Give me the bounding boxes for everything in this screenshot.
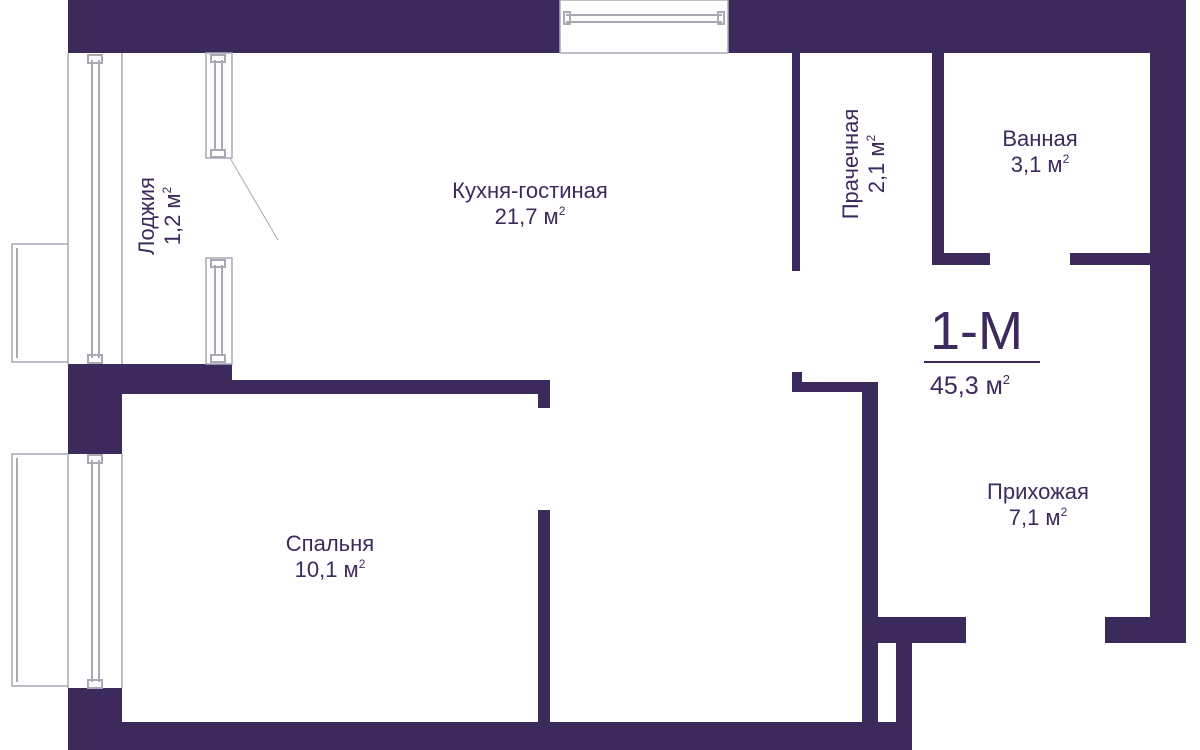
room-label-bedroom: Спальня 10,1 м2: [250, 531, 410, 584]
room-label-laundry: Прачечная 2,1 м2: [838, 94, 894, 234]
windows: [11, 0, 729, 689]
window-bedroom: [11, 453, 123, 689]
room-label-bathroom: Ванная 3,1 м2: [960, 126, 1120, 179]
walls: [68, 0, 1186, 750]
wall-bedroom-right: [538, 510, 550, 724]
window-top: [559, 0, 729, 54]
wall-hall-top: [792, 382, 878, 392]
window-loggia-glazing: [67, 53, 123, 364]
room-area: 21,7 м2: [494, 204, 566, 230]
apartment-divider: [924, 361, 1040, 363]
room-name: Лоджия: [134, 177, 159, 255]
wall-hall-left: [862, 382, 878, 722]
room-label-hallway: Прихожая 7,1 м2: [950, 479, 1126, 532]
wall-loggia-corner: [68, 364, 232, 384]
wall-laundry-right: [932, 53, 944, 265]
room-name: Прихожая: [987, 479, 1089, 504]
room-name: Ванная: [1002, 126, 1078, 151]
wall-right-lower: [1105, 617, 1186, 643]
apartment-type: 1-М: [930, 301, 1023, 361]
room-area: 10,1 м2: [294, 557, 366, 583]
wall-bedroom-top: [122, 380, 550, 394]
wall-top-left: [68, 0, 560, 53]
room-area: 7,1 м2: [1008, 505, 1068, 531]
window-loggia-inner-lower: [205, 257, 233, 365]
room-area: 3,1 м2: [1010, 152, 1070, 178]
wall-hall-bottom-left: [878, 617, 966, 643]
wall-bath-bottom-right: [1070, 253, 1150, 265]
wall-hall-stub: [792, 372, 802, 388]
apartment-total-area: 45,3 м2: [930, 372, 1011, 400]
wall-left-pier-bottom: [68, 688, 122, 750]
window-loggia-bay: [11, 243, 68, 363]
room-area: 2,1 м2: [864, 134, 890, 194]
wall-bath-bottom-left: [932, 253, 990, 265]
wall-bottom: [68, 722, 912, 750]
room-name: Кухня-гостиная: [452, 178, 608, 203]
wall-bedroom-top-stub: [538, 380, 550, 408]
room-label-loggia: Лоджия 1,2 м2: [134, 146, 190, 286]
wall-laundry-left: [792, 53, 800, 271]
wall-right-outer: [1150, 0, 1186, 643]
window-loggia-inner-upper: [205, 52, 279, 241]
room-name: Прачечная: [838, 108, 863, 220]
room-area: 1,2 м2: [160, 186, 186, 246]
wall-top-right: [728, 0, 1150, 53]
room-label-kitchen-living: Кухня-гостиная 21,7 м2: [400, 178, 660, 231]
room-name: Спальня: [285, 531, 375, 556]
